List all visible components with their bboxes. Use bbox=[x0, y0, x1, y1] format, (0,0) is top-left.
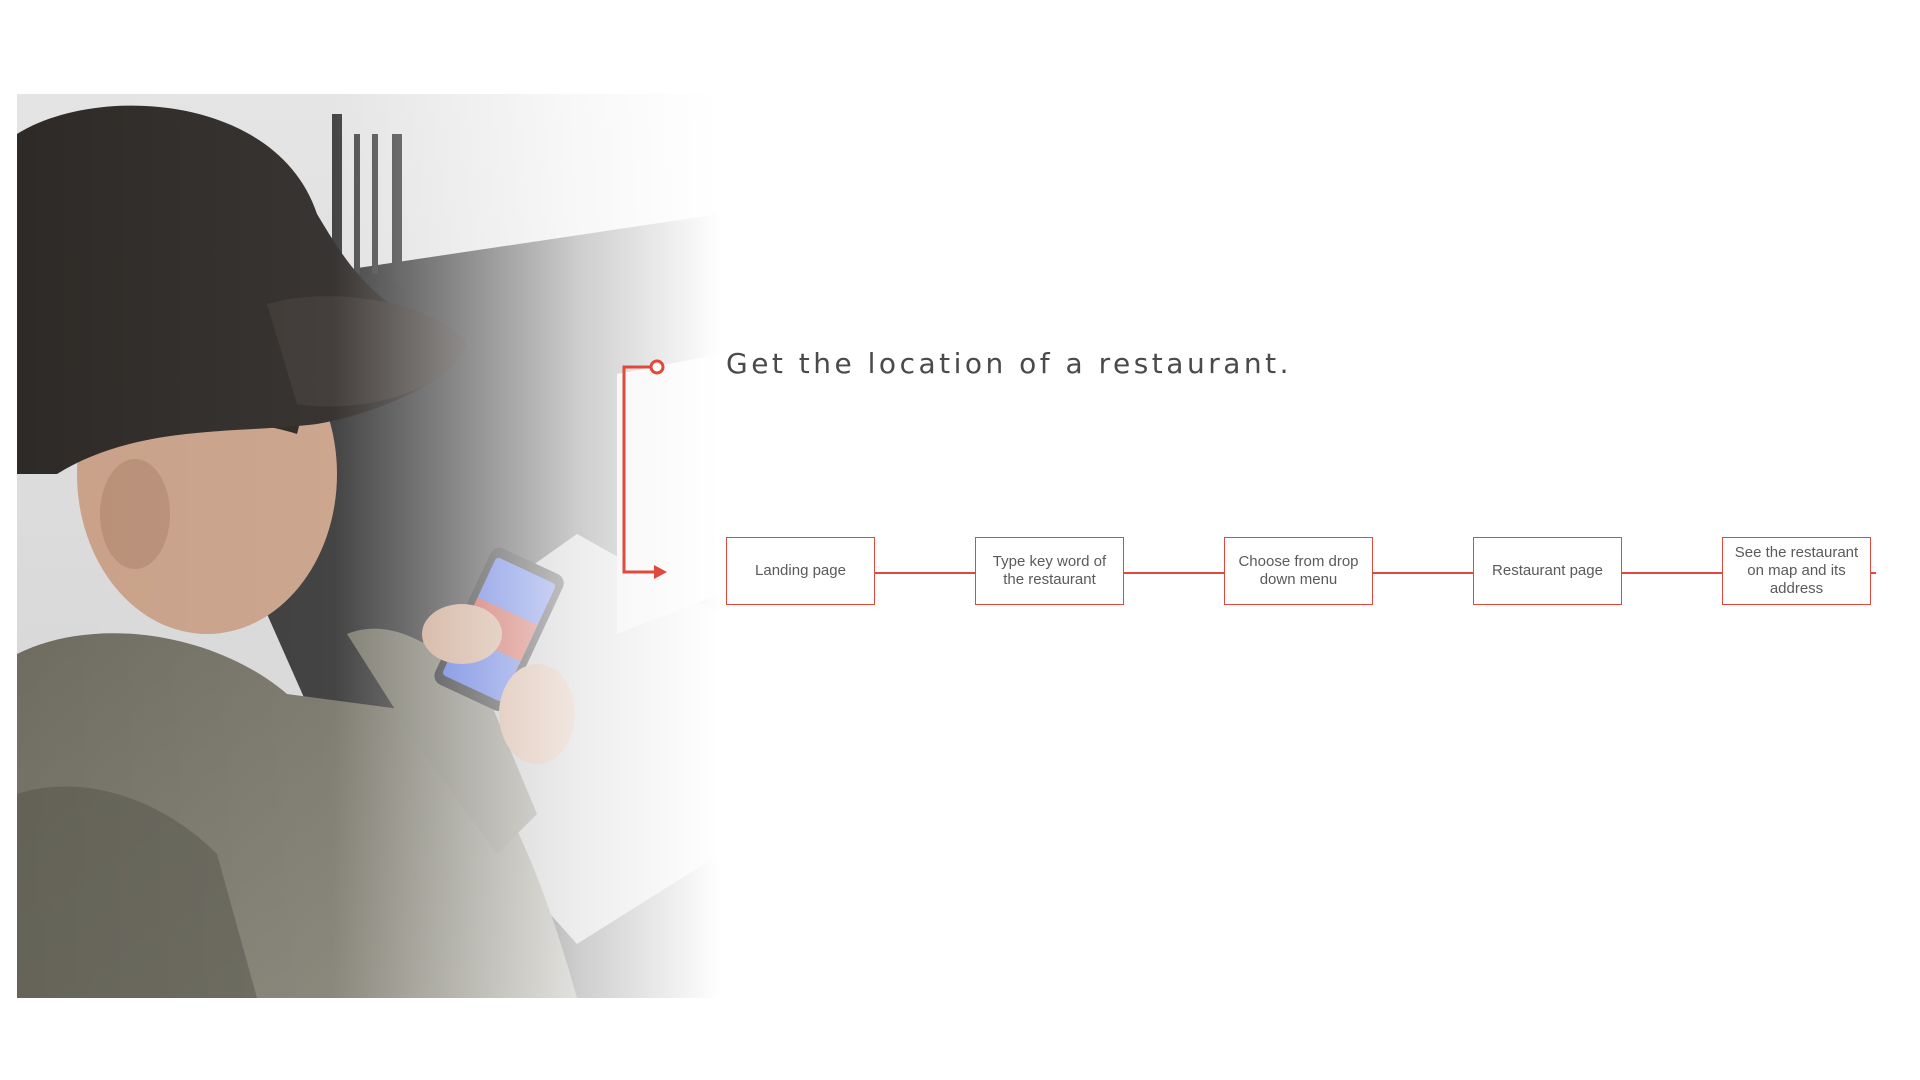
flow-step-map-address: See the restaurant on map and its addres… bbox=[1722, 537, 1871, 605]
flow-step-choose-dropdown: Choose from drop down menu bbox=[1224, 537, 1373, 605]
connector-start-dot bbox=[649, 359, 665, 375]
connector-bracket bbox=[622, 359, 667, 579]
flow-step-landing-page: Landing page bbox=[726, 537, 875, 605]
flow-step-type-keyword: Type key word of the restaurant bbox=[975, 537, 1124, 605]
person-using-phone-photo bbox=[17, 94, 720, 998]
connector-arrow-icon bbox=[654, 565, 667, 579]
user-flow: Landing page Type key word of the restau… bbox=[726, 537, 1876, 609]
flow-step-restaurant-page: Restaurant page bbox=[1473, 537, 1622, 605]
page-title: Get the location of a restaurant. bbox=[726, 347, 1292, 380]
